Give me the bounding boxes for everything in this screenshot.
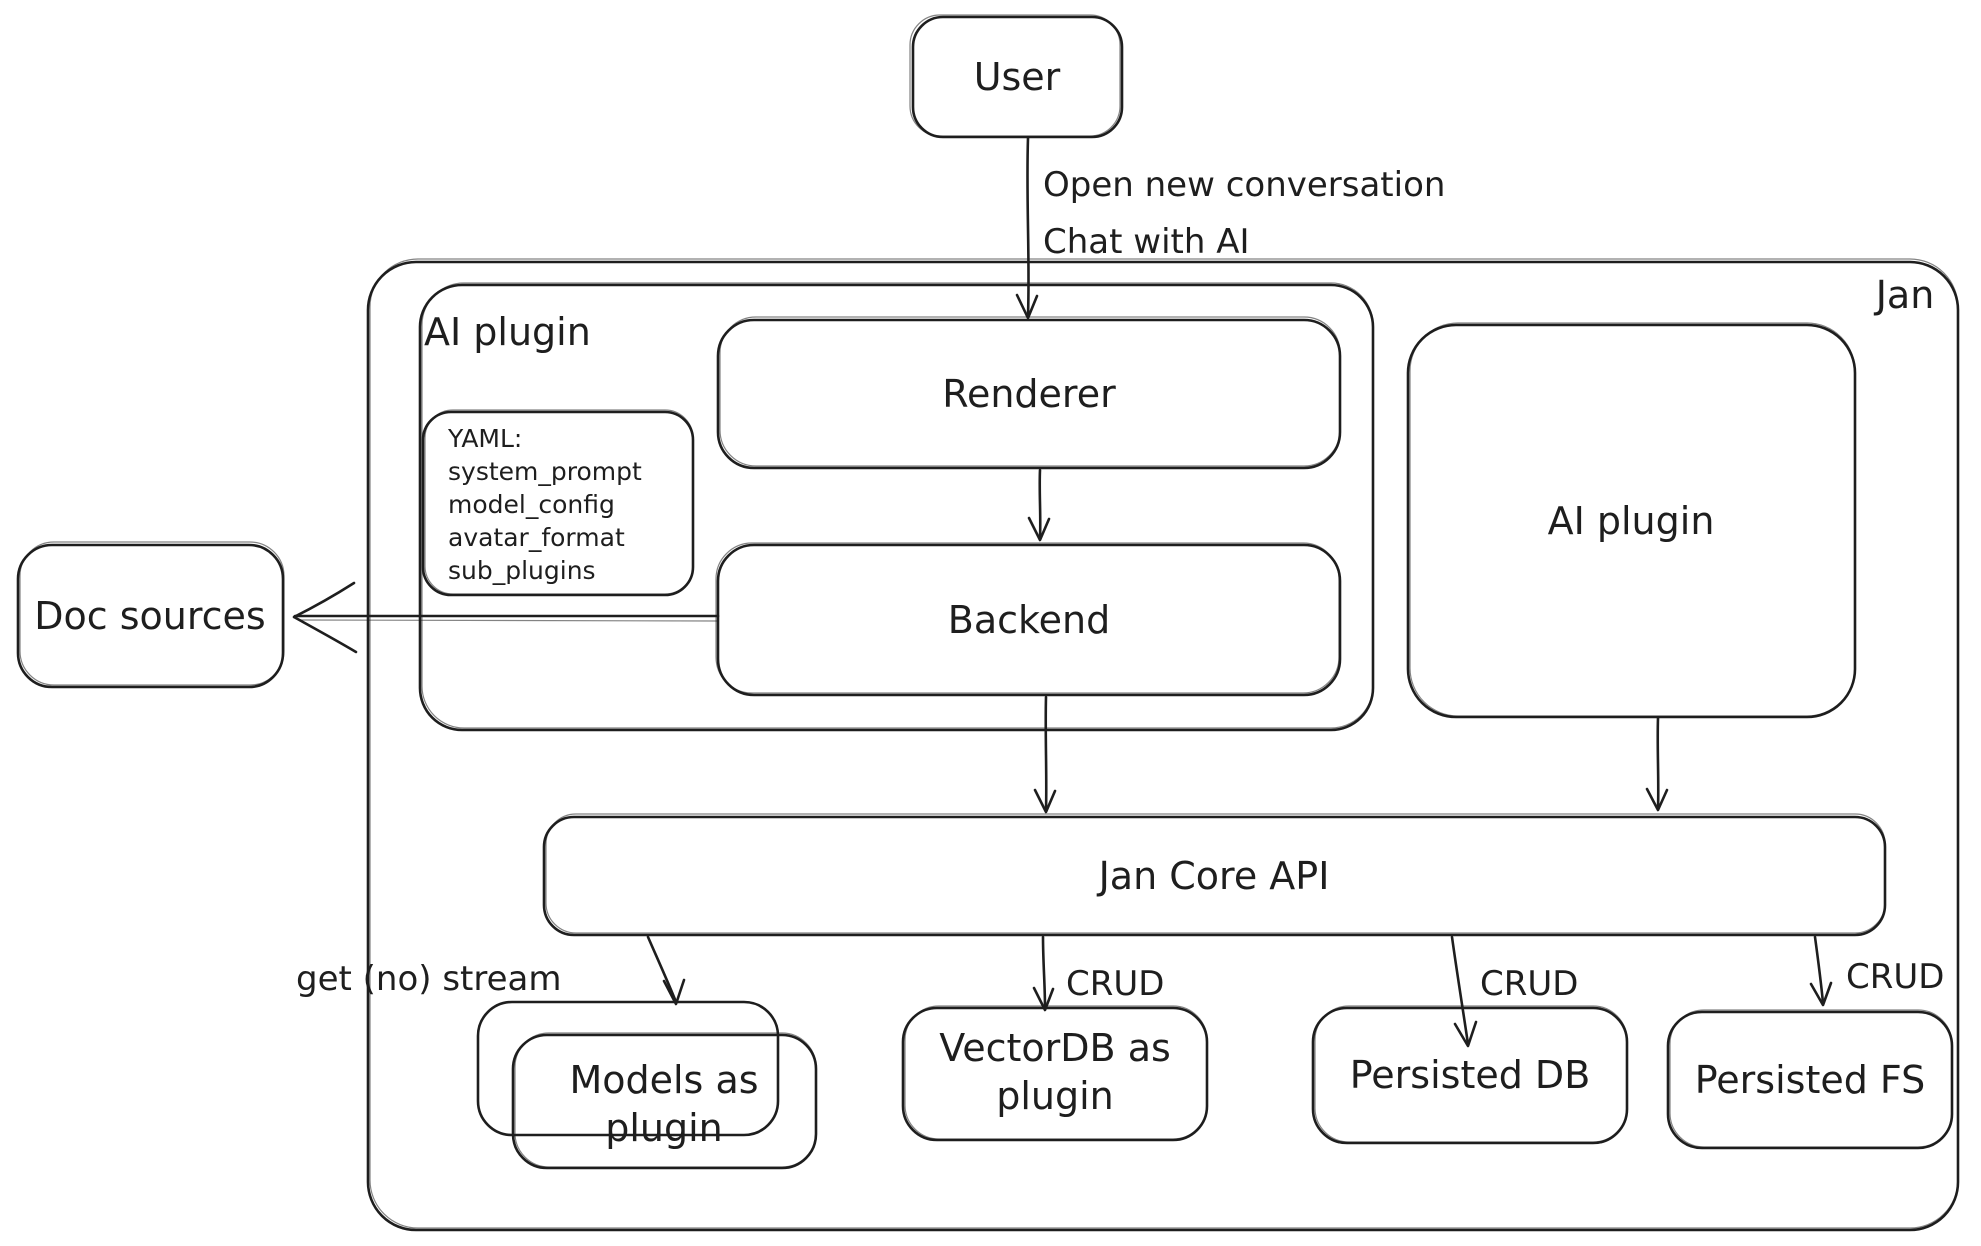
jan-core-api-node-label: Jan Core API [1097,854,1330,898]
user-edge-label-line2: Chat with AI [1043,222,1250,262]
persisted-db-edge-label: CRUD [1480,964,1578,1004]
arrow-jan-core-api-to-models [646,935,678,1004]
arrow-backend-to-doc-sources-echo [299,619,719,622]
jan-container-label: Jan [1874,273,1935,317]
yaml-note-line-4: sub_plugins [448,556,596,585]
doc-sources-node-box-echo [19,541,285,686]
yaml-note-box-echo [424,409,694,595]
arrow-jan-core-api-to-persisted-fs-head [1809,981,1833,1007]
persisted-fs-node-box-echo [1669,1009,1953,1148]
ai-plugin-right-node-label: AI plugin [1548,499,1715,543]
arrow-backend-to-doc-sources-head [292,581,358,654]
backend-node-label: Backend [948,598,1110,642]
jan-container-box-echo [369,258,1959,1229]
models-node-label-line2: plugin [605,1106,723,1150]
doc-sources-node-label: Doc sources [34,594,265,638]
yaml-note-line-3: avatar_format [448,523,625,552]
user-edge-label-line1: Open new conversation [1043,165,1445,205]
models-edge-label: get (no) stream [296,959,561,999]
yaml-note-line-1: system_prompt [448,457,642,486]
arrow-renderer-to-backend [1038,468,1042,540]
vectordb-node-box-echo [904,1005,1208,1140]
renderer-node-box-echo [719,316,1341,467]
persisted-db-node-box-echo [1314,1005,1628,1143]
user-node-box [911,15,1124,139]
arrow-user-to-renderer [1026,136,1030,318]
persisted-fs-edge-label: CRUD [1846,957,1944,997]
arrow-jan-core-api-to-vectordb-head [1032,986,1055,1012]
models-node-front-box-echo [514,1032,817,1168]
arrow-jan-core-api-to-persisted-fs [1813,935,1825,1005]
arrow-ai-plugin-right-to-jan-core-api [1656,716,1660,810]
vectordb-node-label-line2: plugin [996,1074,1114,1118]
arrow-jan-core-api-to-persisted-db [1450,935,1470,1046]
arrow-jan-core-api-to-vectordb [1041,935,1047,1010]
user-node-label: User [974,55,1061,99]
yaml-note-line-0: YAML: [447,424,522,453]
arrow-user-to-renderer-head [1015,293,1039,320]
ai-plugin-left-container-label: AI plugin [424,310,591,354]
arrow-ai-plugin-right-to-jan-core-api-head [1645,787,1669,812]
user-node-box-echo [909,14,1121,137]
vectordb-edge-label: CRUD [1066,964,1164,1004]
arrow-jan-core-api-to-models-head [662,978,686,1006]
persisted-db-node-label: Persisted DB [1350,1053,1591,1097]
ai-plugin-right-node-box-echo [1409,322,1856,717]
models-node-back-box [476,1000,780,1137]
jan-core-api-node-box-echo [545,813,1886,934]
backend-node-box [716,543,1342,697]
renderer-node-label: Renderer [942,372,1116,416]
models-node-label-line1: Models as [569,1058,758,1102]
persisted-fs-node-label: Persisted FS [1695,1058,1926,1102]
vectordb-node-label-line1: VectorDB as [939,1026,1171,1070]
arrow-backend-to-jan-core-api-head [1033,788,1057,814]
arrow-backend-to-jan-core-api [1044,695,1048,812]
arrow-renderer-to-backend-head [1027,516,1051,542]
doc-sources-node-box [16,543,285,689]
arrow-jan-core-api-to-persisted-db-head [1453,1020,1478,1048]
yaml-note-line-2: model_config [448,490,615,519]
backend-node-box-echo [715,542,1340,694]
